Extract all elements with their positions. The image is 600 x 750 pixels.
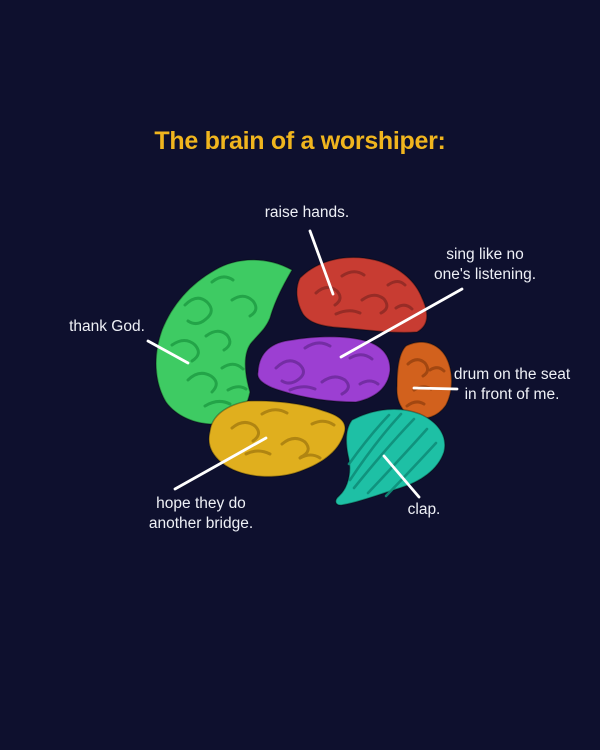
- temporal-sulci-texture: [230, 408, 336, 460]
- label-thank-god-line1: thank God.: [69, 318, 145, 335]
- label-sing-line1: sing like no: [446, 246, 524, 263]
- label-raise-hands: raise hands.: [227, 203, 387, 223]
- brain-region-parietal: [296, 256, 428, 334]
- label-drum: drum on the seat in front of me.: [442, 365, 582, 404]
- leader-line-hope: [173, 436, 268, 491]
- label-hope: hope they do another bridge.: [121, 494, 281, 533]
- brain-region-temporal: [208, 400, 346, 478]
- brain-region-central: [256, 336, 391, 403]
- label-clap: clap.: [384, 500, 464, 520]
- leader-line-sing: [339, 287, 464, 359]
- cerebellum-striations: [347, 412, 438, 498]
- label-clap-line1: clap.: [407, 501, 441, 518]
- label-thank-god: thank God.: [47, 317, 167, 337]
- label-sing-line2: one's listening.: [433, 265, 537, 283]
- parietal-sulci-texture: [314, 270, 414, 316]
- page-title: The brain of a worshiper:: [154, 127, 446, 155]
- label-raise-hands-line1: raise hands.: [264, 204, 350, 221]
- brain-region-cerebellum: [334, 408, 446, 506]
- central-sulci-texture: [274, 341, 380, 396]
- label-hope-line2: another bridge.: [148, 514, 254, 532]
- leader-line-thank-god: [146, 339, 190, 365]
- label-sing: sing like no one's listening.: [415, 245, 555, 284]
- frontal-sulci-texture: [170, 275, 258, 408]
- leader-line-drum: [412, 386, 459, 391]
- label-drum-line1: drum on the seat: [453, 366, 571, 383]
- label-drum-line2: in front of me.: [464, 385, 560, 403]
- label-hope-line1: hope they do: [156, 495, 246, 512]
- leader-line-clap: [382, 454, 421, 499]
- leader-line-raise-hands: [308, 229, 335, 296]
